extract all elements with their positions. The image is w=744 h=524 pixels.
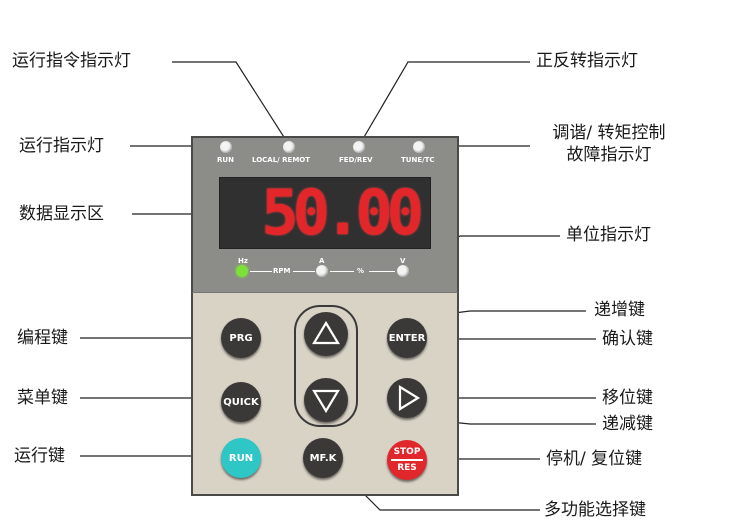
up-button[interactable] <box>304 312 348 356</box>
label-tune-line1: 调谐/ 转矩控制 <box>552 123 666 143</box>
label-tune-line2: 故障指示灯 <box>566 145 652 165</box>
enter-button[interactable]: ENTER <box>387 318 427 358</box>
tune-tc-led <box>413 141 425 153</box>
unit-v-led <box>397 265 409 277</box>
local-remote-led <box>283 141 295 153</box>
label-up-key: 递增键 <box>594 300 645 320</box>
label-shift-key: 移位键 <box>602 388 653 408</box>
stop-divider <box>391 459 423 461</box>
arrow-key-frame <box>294 305 358 427</box>
unit-line-4 <box>369 271 395 272</box>
label-down-key: 递减键 <box>602 414 653 434</box>
unit-line-1 <box>250 271 272 272</box>
unit-hz-label: Hz <box>238 257 248 265</box>
prg-button[interactable]: PRG <box>221 318 261 358</box>
label-quick-key: 菜单键 <box>17 388 68 408</box>
label-fwd-rev-led: 正反转指示灯 <box>536 51 638 71</box>
mfk-button[interactable]: MF.K <box>303 438 343 478</box>
shift-button[interactable] <box>387 378 427 418</box>
tune-tc-led-label: TUNE/TC <box>401 156 435 164</box>
triangle-right-icon <box>398 385 421 411</box>
label-stop-key: 停机/ 复位键 <box>546 449 643 469</box>
leader-run-command <box>172 61 290 146</box>
unit-rpm-label: RPM <box>273 267 291 275</box>
fwd-rev-led <box>353 141 365 153</box>
unit-v-label: V <box>400 257 406 265</box>
unit-line-2 <box>293 271 315 272</box>
down-button[interactable] <box>304 378 348 422</box>
unit-hz-led <box>236 265 248 277</box>
stop-label: STOP <box>393 447 421 457</box>
local-remote-led-label: LOCAL/ REMOT <box>252 156 311 164</box>
label-run-command-led: 运行指令指示灯 <box>12 51 131 71</box>
display-value: 50.00 <box>261 176 424 249</box>
run-button[interactable]: RUN <box>221 438 261 478</box>
label-run-key: 运行键 <box>14 446 65 466</box>
fwd-rev-led-label: FED/REV <box>339 156 373 164</box>
label-tune-fault-led: 调谐/ 转矩控制 故障指示灯 <box>534 122 684 166</box>
label-prg-key: 编程键 <box>17 328 68 348</box>
unit-a-led <box>316 265 328 277</box>
label-mfk-key: 多功能选择键 <box>544 500 646 520</box>
leader-fwd-rev <box>359 61 530 145</box>
run-led <box>220 141 232 153</box>
data-display: 50.00 <box>219 177 431 249</box>
unit-a-label: A <box>319 257 325 265</box>
label-run-led: 运行指示灯 <box>19 136 104 156</box>
triangle-up-icon <box>312 320 340 345</box>
unit-percent-label: % <box>357 267 365 275</box>
label-unit-led: 单位指示灯 <box>566 225 651 245</box>
stop-reset-button[interactable]: STOP RES <box>387 440 427 480</box>
run-led-label: RUN <box>217 156 234 164</box>
label-enter-key: 确认键 <box>602 329 653 349</box>
quick-button[interactable]: QUICK <box>221 382 261 422</box>
label-data-display: 数据显示区 <box>19 204 104 224</box>
reset-label: RES <box>397 463 417 473</box>
triangle-down-icon <box>312 389 340 414</box>
unit-line-3 <box>330 271 354 272</box>
